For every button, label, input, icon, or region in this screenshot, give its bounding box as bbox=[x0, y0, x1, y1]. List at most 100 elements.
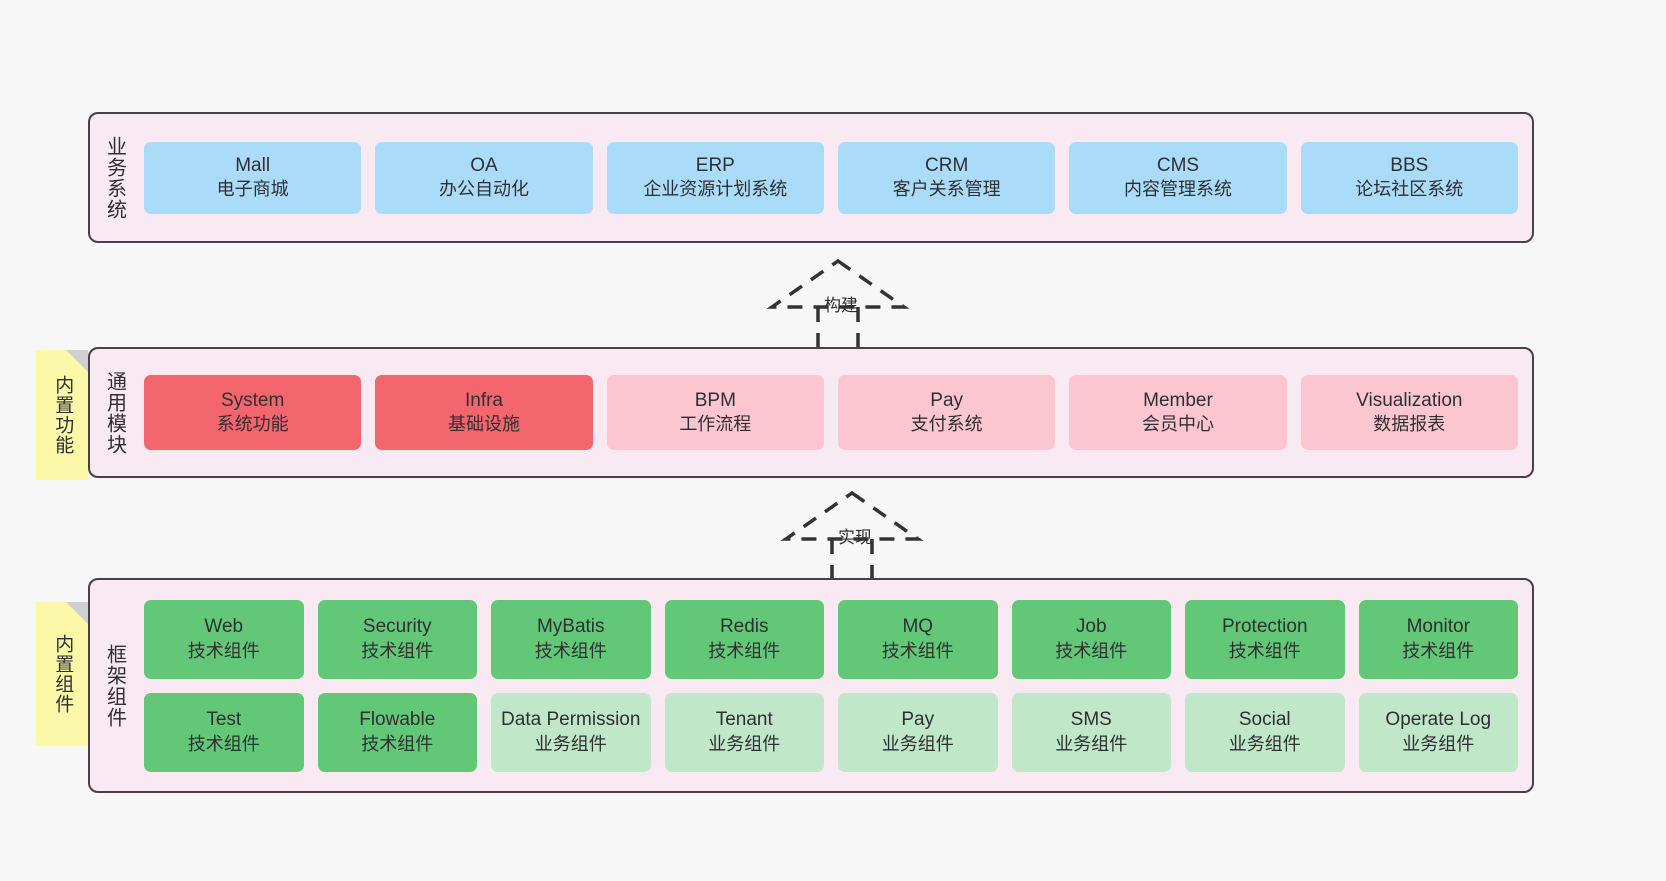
card-flowable[interactable]: Flowable 技术组件 bbox=[317, 692, 477, 772]
layer-title-framework-component: 框架组件 bbox=[103, 643, 126, 728]
card-subtitle: 数据报表 bbox=[1373, 414, 1446, 435]
card-web[interactable]: Web 技术组件 bbox=[144, 599, 304, 679]
card-title: Pay bbox=[901, 709, 935, 731]
card-subtitle: 客户关系管理 bbox=[892, 179, 1001, 200]
card-subtitle: 技术组件 bbox=[1402, 640, 1475, 661]
card-subtitle: 工作流程 bbox=[679, 414, 752, 435]
card-subtitle: 基础设施 bbox=[447, 414, 520, 435]
card-title: Pay bbox=[930, 389, 964, 411]
card-title: Monitor bbox=[1406, 616, 1470, 638]
card-subtitle: 业务组件 bbox=[1055, 733, 1128, 754]
connector-label-build: 构建 bbox=[824, 296, 858, 315]
layer-body-framework-component: Web 技术组件 Security 技术组件 MyBatis 技术组件 Redi… bbox=[138, 580, 1532, 791]
card-system[interactable]: System 系统功能 bbox=[144, 375, 362, 450]
card-subtitle: 内容管理系统 bbox=[1123, 179, 1232, 200]
card-erp[interactable]: ERP 企业资源计划系统 bbox=[606, 141, 824, 214]
card-title: Job bbox=[1075, 616, 1107, 638]
card-monitor[interactable]: Monitor 技术组件 bbox=[1358, 599, 1518, 679]
card-subtitle: 支付系统 bbox=[910, 414, 983, 435]
card-title: Social bbox=[1238, 709, 1291, 731]
card-member[interactable]: Member 会员中心 bbox=[1069, 375, 1287, 450]
card-crm[interactable]: CRM 客户关系管理 bbox=[837, 141, 1056, 214]
card-title: Flowable bbox=[359, 709, 436, 731]
card-subtitle: 技术组件 bbox=[1228, 640, 1301, 661]
layer-framework-component: 框架组件 Web 技术组件 Security 技术组件 MyBatis 技术组件… bbox=[88, 578, 1534, 793]
card-title: BPM bbox=[694, 389, 736, 411]
card-title: Infra bbox=[464, 389, 503, 411]
card-operate-log[interactable]: Operate Log 业务组件 bbox=[1358, 692, 1518, 772]
card-subtitle: 技术组件 bbox=[708, 640, 781, 661]
card-subtitle: 技术组件 bbox=[187, 640, 260, 661]
framework-row-tech: Web 技术组件 Security 技术组件 MyBatis 技术组件 Redi… bbox=[144, 599, 1518, 679]
card-subtitle: 系统功能 bbox=[216, 414, 289, 435]
card-mq[interactable]: MQ 技术组件 bbox=[838, 599, 998, 679]
card-title: CRM bbox=[925, 154, 969, 176]
card-subtitle: 业务组件 bbox=[534, 733, 607, 754]
card-title: System bbox=[220, 389, 285, 411]
card-title: OA bbox=[470, 154, 498, 176]
card-subtitle: 业务组件 bbox=[708, 733, 781, 754]
card-job[interactable]: Job 技术组件 bbox=[1011, 599, 1171, 679]
card-subtitle: 技术组件 bbox=[187, 733, 260, 754]
card-title: MyBatis bbox=[536, 616, 605, 638]
card-title: ERP bbox=[695, 154, 735, 176]
card-security[interactable]: Security 技术组件 bbox=[317, 599, 477, 679]
card-data-permission[interactable]: Data Permission 业务组件 bbox=[491, 692, 651, 772]
card-title: Mall bbox=[235, 154, 271, 176]
card-subtitle: 技术组件 bbox=[361, 733, 434, 754]
card-title: MQ bbox=[902, 616, 934, 638]
card-subtitle: 技术组件 bbox=[1055, 640, 1128, 661]
card-subtitle: 技术组件 bbox=[361, 640, 434, 661]
card-subtitle: 会员中心 bbox=[1141, 414, 1214, 435]
layer-body-business-system: Mall 电子商城 OA 办公自动化 ERP 企业资源计划系统 CRM 客户关系… bbox=[138, 114, 1532, 241]
card-pay-business[interactable]: Pay 业务组件 bbox=[838, 692, 998, 772]
card-test[interactable]: Test 技术组件 bbox=[144, 692, 304, 772]
card-cms[interactable]: CMS 内容管理系统 bbox=[1069, 141, 1287, 214]
card-protection[interactable]: Protection 技术组件 bbox=[1185, 599, 1345, 679]
card-sms[interactable]: SMS 业务组件 bbox=[1011, 692, 1171, 772]
card-mybatis[interactable]: MyBatis 技术组件 bbox=[491, 599, 651, 679]
connector-implement: 实现 bbox=[772, 487, 932, 585]
card-title: Security bbox=[362, 616, 432, 638]
card-subtitle: 业务组件 bbox=[1228, 733, 1301, 754]
card-oa[interactable]: OA 办公自动化 bbox=[375, 141, 593, 214]
sticky-note-builtin-function: 内置功能 bbox=[36, 350, 88, 480]
card-subtitle: 电子商城 bbox=[216, 179, 289, 200]
card-title: Protection bbox=[1221, 616, 1308, 638]
sticky-note-builtin-component: 内置组件 bbox=[36, 602, 88, 746]
card-title: BBS bbox=[1390, 154, 1429, 176]
card-subtitle: 技术组件 bbox=[881, 640, 954, 661]
card-bpm[interactable]: BPM 工作流程 bbox=[606, 375, 824, 450]
card-title: Member bbox=[1143, 389, 1213, 411]
layer-body-common-module: System 系统功能 Infra 基础设施 BPM 工作流程 Pay 支付系统… bbox=[138, 349, 1532, 476]
card-redis[interactable]: Redis 技术组件 bbox=[664, 599, 824, 679]
card-title: Visualization bbox=[1356, 389, 1463, 411]
card-subtitle: 业务组件 bbox=[1402, 733, 1475, 754]
card-visualization[interactable]: Visualization 数据报表 bbox=[1300, 375, 1518, 450]
layer-common-module: 通用模块 System 系统功能 Infra 基础设施 BPM 工作流程 Pay… bbox=[88, 347, 1534, 478]
layer-business-system: 业务系统 Mall 电子商城 OA 办公自动化 ERP 企业资源计划系统 CRM… bbox=[88, 112, 1534, 243]
card-title: Web bbox=[204, 616, 244, 638]
connector-build: 构建 bbox=[758, 255, 918, 353]
card-mall[interactable]: Mall 电子商城 bbox=[144, 141, 362, 214]
card-title: SMS bbox=[1070, 709, 1112, 731]
card-bbs[interactable]: BBS 论坛社区系统 bbox=[1300, 141, 1518, 214]
card-title: Test bbox=[206, 709, 242, 731]
connector-label-implement: 实现 bbox=[838, 528, 872, 547]
layer-title-common-module: 通用模块 bbox=[103, 370, 126, 455]
card-title: Data Permission bbox=[501, 709, 641, 731]
layer-title-business-system: 业务系统 bbox=[103, 135, 126, 220]
card-tenant[interactable]: Tenant 业务组件 bbox=[664, 692, 824, 772]
card-subtitle: 办公自动化 bbox=[438, 179, 529, 200]
card-subtitle: 技术组件 bbox=[534, 640, 607, 661]
card-infra[interactable]: Infra 基础设施 bbox=[375, 375, 593, 450]
card-title: Redis bbox=[719, 616, 769, 638]
card-subtitle: 业务组件 bbox=[881, 733, 954, 754]
card-social[interactable]: Social 业务组件 bbox=[1185, 692, 1345, 772]
card-title: Operate Log bbox=[1385, 709, 1492, 731]
card-subtitle: 企业资源计划系统 bbox=[643, 179, 788, 200]
card-title: CMS bbox=[1156, 154, 1200, 176]
framework-row-business: Test 技术组件 Flowable 技术组件 Data Permission … bbox=[144, 692, 1518, 772]
card-pay[interactable]: Pay 支付系统 bbox=[837, 375, 1056, 450]
